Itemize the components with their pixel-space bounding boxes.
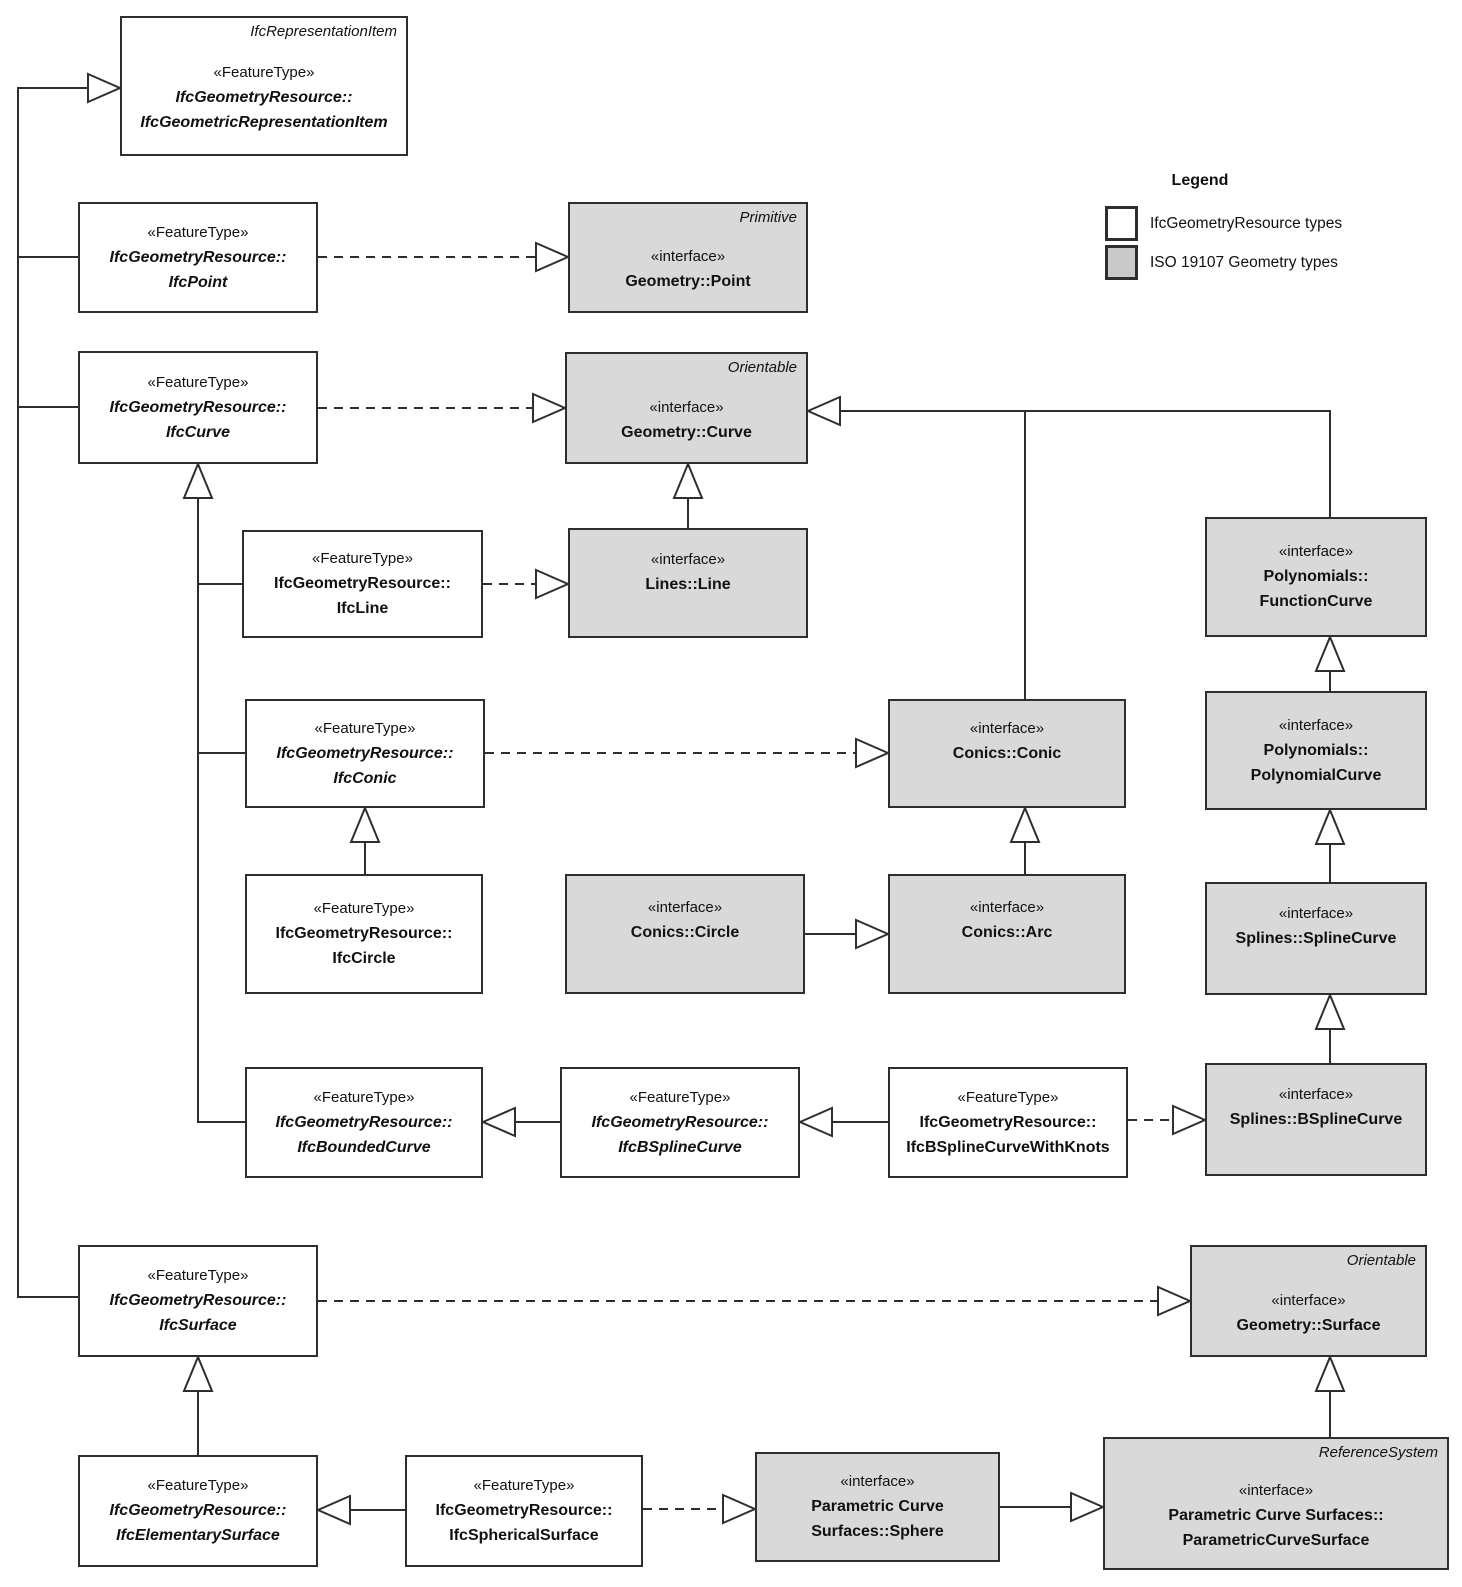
stereotype-label: «interface» — [969, 899, 1045, 916]
class-name: IfcGeometryResource::IfcBSplineCurve — [591, 1113, 769, 1156]
stereotype-label: «FeatureType» — [473, 1477, 575, 1494]
stereotype-label: «interface» — [1278, 905, 1354, 922]
node-polynomials-function-curve[interactable]: «interface» Polynomials::FunctionCurve — [1205, 517, 1427, 637]
class-name: Conics::Arc — [961, 924, 1053, 941]
node-lines-line[interactable]: «interface» Lines::Line — [568, 528, 808, 638]
node-ifc-geometric-representation-item[interactable]: IfcRepresentationItem «FeatureType» IfcG… — [120, 16, 408, 156]
node-ifc-bspline-curve-with-knots[interactable]: «FeatureType» IfcGeometryResource::IfcBS… — [888, 1067, 1128, 1178]
generalization-lines — [17, 87, 1331, 1511]
class-name: Polynomials::FunctionCurve — [1259, 568, 1373, 610]
node-ifc-elementary-surface[interactable]: «FeatureType» IfcGeometryResource::IfcEl… — [78, 1455, 318, 1567]
class-name: IfcGeometryResource::IfcBoundedCurve — [275, 1113, 453, 1156]
stereotype-label: «FeatureType» — [629, 1088, 731, 1106]
stereotype-label: «interface» — [969, 720, 1045, 737]
stereotype-label: «interface» — [650, 551, 726, 568]
node-splines-spline-curve[interactable]: «interface» Splines::SplineCurve — [1205, 882, 1427, 995]
node-geometry-surface[interactable]: Orientable «interface» Geometry::Surface — [1190, 1245, 1427, 1357]
legend-item-label: ISO 19107 Geometry types — [1150, 253, 1338, 271]
gray-swatch-icon — [1105, 245, 1138, 280]
node-splines-bspline-curve[interactable]: «interface» Splines::BSplineCurve — [1205, 1063, 1427, 1176]
class-name: IfcGeometryResource::IfcLine — [274, 575, 451, 617]
node-ifc-line[interactable]: «FeatureType» IfcGeometryResource::IfcLi… — [242, 530, 483, 638]
stereotype-label: «FeatureType» — [147, 1267, 249, 1284]
supertype-label: IfcRepresentationItem — [250, 23, 397, 40]
supertype-label: Orientable — [1346, 1252, 1416, 1269]
legend-item-label: IfcGeometryResource types — [1150, 214, 1343, 232]
stereotype-label: «FeatureType» — [313, 900, 415, 917]
stereotype-label: «interface» — [1278, 1086, 1354, 1103]
node-ifc-bspline-curve[interactable]: «FeatureType» IfcGeometryResource::IfcBS… — [560, 1067, 800, 1178]
stereotype-label: «FeatureType» — [314, 719, 416, 737]
class-name: Geometry::Point — [625, 273, 751, 290]
class-name: IfcGeometryResource::IfcConic — [276, 744, 454, 787]
class-name: IfcGeometryResource::IfcCurve — [109, 398, 287, 441]
stereotype-label: «interface» — [649, 398, 724, 416]
stereotype-label: «FeatureType» — [147, 223, 249, 241]
supertype-label: Primitive — [739, 209, 797, 226]
realization-lines — [318, 256, 1173, 1510]
class-name: IfcGeometryResource::IfcBSplineCurveWith… — [906, 1113, 1110, 1156]
stereotype-label: «FeatureType» — [313, 1088, 415, 1106]
stereotype-label: «interface» — [650, 248, 726, 265]
stereotype-label: «FeatureType» — [213, 64, 315, 81]
supertype-label: ReferenceSystem — [1318, 1444, 1438, 1461]
node-conics-arc[interactable]: «interface» Conics::Arc — [888, 874, 1126, 994]
class-name: IfcGeometryResource::IfcSphericalSurface — [435, 1502, 613, 1544]
stereotype-label: «interface» — [840, 1473, 915, 1490]
node-ifc-point[interactable]: «FeatureType» IfcGeometryResource::IfcPo… — [78, 202, 318, 313]
node-ifc-bounded-curve[interactable]: «FeatureType» IfcGeometryResource::IfcBo… — [245, 1067, 483, 1178]
stereotype-label: «interface» — [1278, 543, 1354, 560]
supertype-label: Orientable — [727, 359, 797, 376]
class-name: Polynomials::PolynomialCurve — [1250, 741, 1382, 784]
node-conics-circle[interactable]: «interface» Conics::Circle — [565, 874, 805, 994]
class-name: Splines::BSplineCurve — [1229, 1111, 1403, 1128]
stereotype-label: «interface» — [1238, 1481, 1314, 1499]
class-name: Conics::Circle — [630, 924, 740, 941]
node-ifc-conic[interactable]: «FeatureType» IfcGeometryResource::IfcCo… — [245, 699, 485, 808]
stereotype-label: «FeatureType» — [147, 373, 249, 391]
class-name: IfcGeometryResource::IfcGeometricReprese… — [140, 89, 388, 131]
class-name: IfcGeometryResource::IfcCircle — [275, 925, 453, 967]
class-name: IfcGeometryResource::IfcSurface — [109, 1292, 287, 1334]
node-ifc-spherical-surface[interactable]: «FeatureType» IfcGeometryResource::IfcSp… — [405, 1455, 643, 1567]
node-ifc-surface[interactable]: «FeatureType» IfcGeometryResource::IfcSu… — [78, 1245, 318, 1357]
stereotype-label: «FeatureType» — [957, 1088, 1059, 1106]
node-ifc-curve[interactable]: «FeatureType» IfcGeometryResource::IfcCu… — [78, 351, 318, 464]
white-swatch-icon — [1105, 206, 1138, 241]
node-ifc-circle[interactable]: «FeatureType» IfcGeometryResource::IfcCi… — [245, 874, 483, 994]
class-name: Splines::SplineCurve — [1235, 930, 1397, 947]
class-name: Parametric Curve Surfaces::ParametricCur… — [1168, 1506, 1384, 1549]
legend-item-iso: ISO 19107 Geometry types — [1105, 245, 1405, 280]
stereotype-label: «interface» — [1271, 1291, 1346, 1309]
node-geometry-point[interactable]: Primitive «interface» Geometry::Point — [568, 202, 808, 313]
class-name: Geometry::Surface — [1236, 1316, 1381, 1334]
legend-title: Legend — [1171, 172, 1229, 189]
arrowheads — [87, 72, 1346, 1526]
stereotype-label: «interface» — [647, 899, 723, 916]
class-name: IfcGeometryResource::IfcPoint — [109, 248, 287, 291]
class-name: IfcGeometryResource::IfcElementarySurfac… — [109, 1502, 287, 1544]
class-name: Lines::Line — [645, 576, 731, 593]
node-conics-conic[interactable]: «interface» Conics::Conic — [888, 699, 1126, 808]
class-name: Conics::Conic — [952, 745, 1062, 762]
stereotype-label: «FeatureType» — [147, 1477, 249, 1494]
stereotype-label: «FeatureType» — [312, 550, 413, 567]
stereotype-label: «interface» — [1278, 716, 1354, 734]
node-parametric-curve-surface[interactable]: ReferenceSystem «interface» Parametric C… — [1103, 1437, 1449, 1570]
legend-item-ifc: IfcGeometryResource types — [1105, 206, 1405, 241]
node-geometry-curve[interactable]: Orientable «interface» Geometry::Curve — [565, 352, 808, 464]
legend: Legend IfcGeometryResource types ISO 191… — [1105, 172, 1405, 284]
node-polynomials-polynomial-curve[interactable]: «interface» Polynomials::PolynomialCurve — [1205, 691, 1427, 810]
class-name: Geometry::Curve — [621, 423, 752, 441]
